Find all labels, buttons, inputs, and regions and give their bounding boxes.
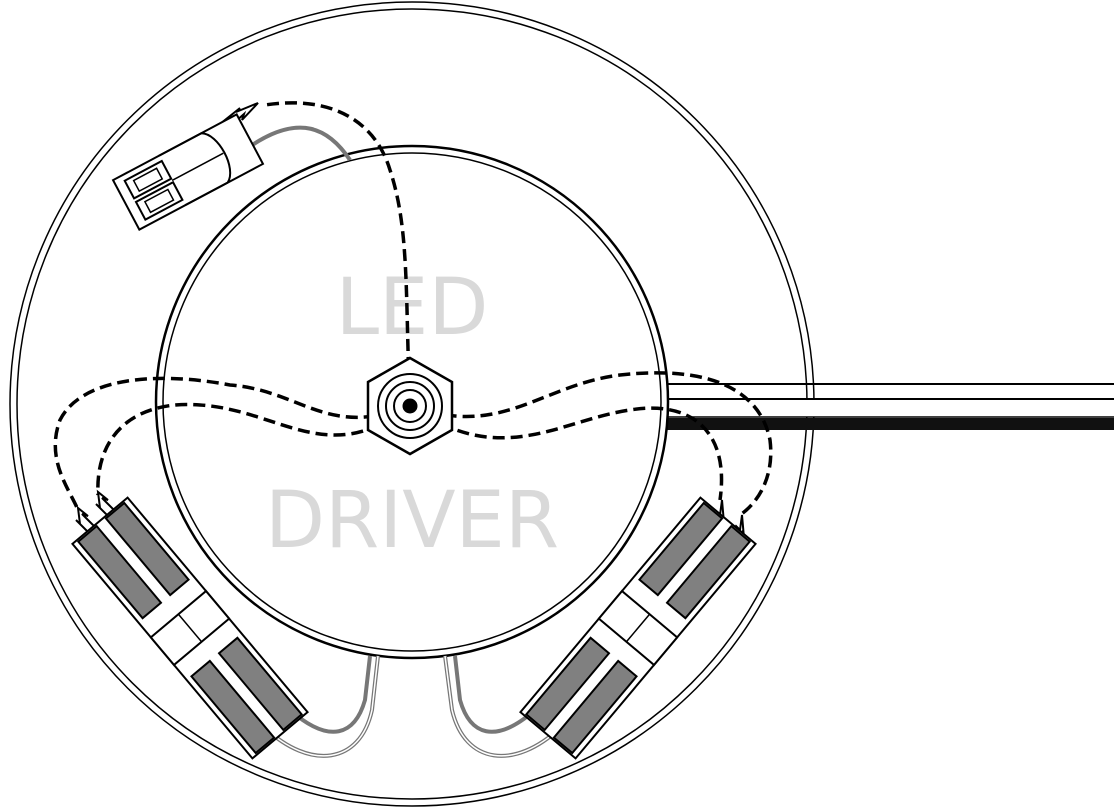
driver-label-line1: LED xyxy=(336,263,489,353)
driver-label-line2: DRIVER xyxy=(265,476,559,566)
hex-connector-icon xyxy=(366,356,454,456)
supply-cable xyxy=(660,383,1114,430)
terminal-block-right xyxy=(519,496,757,760)
push-in-connector-icon xyxy=(111,113,265,231)
terminal-block-left xyxy=(71,496,309,760)
dashed-wires xyxy=(53,101,773,517)
gray-wires-inner xyxy=(264,655,561,757)
